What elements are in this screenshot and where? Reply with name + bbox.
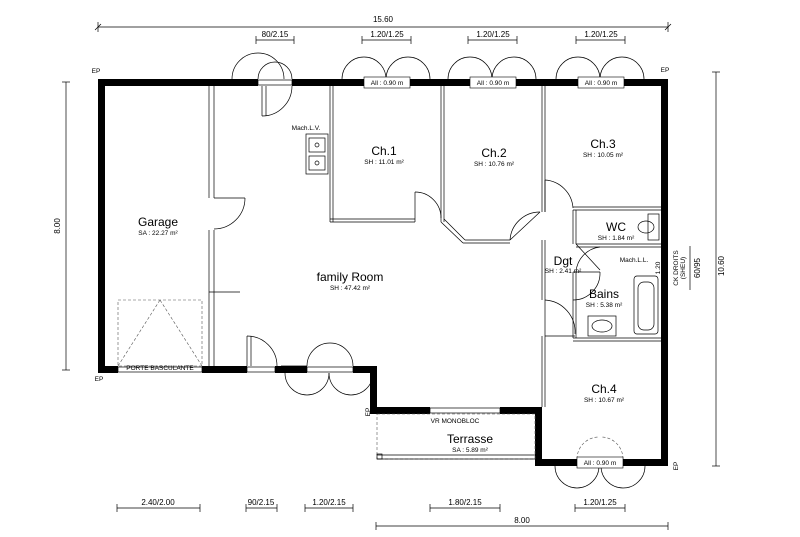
ep-marker-terrace: EP (365, 408, 372, 417)
alu-label-ch4: All : 0.90 m (584, 460, 617, 467)
ep-marker-bottom-right: EP (673, 462, 680, 471)
room-area-dgt: SH : 2.41 m² (545, 268, 582, 275)
room-area-ch2: SH : 10.76 m² (474, 161, 515, 168)
ep-marker-bottom-left: EP (95, 376, 104, 383)
wc-dim-label: 1.20 (655, 261, 662, 274)
room-name-ch1: Ch.1 (371, 144, 397, 158)
dim-top-opening-1: 80/2.15 (262, 30, 289, 39)
dimension-right-small: 60/95 CK DROITS (SHEU) (673, 246, 702, 290)
bathroom-sink (587, 315, 617, 337)
dimension-bottom-openings: 2.40/2.00 90/2.15 1.20/2.15 1.80/2.15 1.… (116, 498, 626, 512)
ck-droits-sub-label: (SHEU) (680, 257, 687, 279)
mach-ll-label: Mach.L.L. (620, 257, 649, 264)
room-area-wc: SH : 1.84 m² (598, 235, 635, 242)
dim-top-overall-label: 15.60 (373, 15, 394, 24)
room-name-dgt: Dgt (554, 254, 573, 268)
dim-right-height-label: 10.60 (717, 255, 726, 276)
interior-doors (213, 85, 601, 337)
room-area-ch4: SH : 10.67 m² (584, 397, 625, 404)
room-area-family-room: SH : 47.42 m² (330, 285, 371, 292)
dim-bottom-right-label: 8.00 (514, 516, 530, 525)
alu-window-labels: All : 0.90 m All : 0.90 m All : 0.90 m A… (363, 76, 625, 469)
room-area-ch1: SH : 11.01 m² (364, 159, 404, 166)
dim-top-opening-2: 1.20/1.25 (370, 30, 404, 39)
dim-top-opening-4: 1.20/1.25 (584, 30, 618, 39)
interior-walls (208, 86, 661, 407)
dim-right-small-label: 60/95 (693, 257, 702, 278)
dim-left-height-label: 8.00 (53, 218, 62, 234)
dimension-left-height: 8.00 (53, 81, 70, 371)
room-name-ch3: Ch.3 (590, 137, 616, 151)
alu-label-ch3: All : 0.90 m (585, 80, 618, 87)
dimension-top-openings: 80/2.15 1.20/1.25 1.20/1.25 1.20/1.25 (255, 30, 626, 44)
dimension-top-overall: 15.60 (94, 15, 672, 32)
room-area-garage: SA : 22.27 m² (138, 230, 178, 237)
room-area-bains: SH : 5.38 m² (586, 302, 623, 309)
window-swings (231, 52, 646, 489)
room-name-family-room: family Room (317, 270, 384, 284)
porte-basculante-label: PORTE BASCULANTE (126, 365, 194, 372)
terrace (376, 413, 536, 460)
room-labels: Garage SA : 22.27 m² family Room SH : 47… (138, 137, 635, 454)
room-area-ch3: SH : 10.05 m² (583, 152, 624, 159)
room-name-garage: Garage (138, 215, 178, 229)
kitchen-sink (305, 133, 329, 175)
dim-bottom-opening-2: 90/2.15 (248, 498, 275, 507)
room-name-bains: Bains (589, 287, 619, 301)
room-name-ch4: Ch.4 (591, 382, 617, 396)
dimension-bottom-right: 8.00 (375, 516, 669, 530)
dim-bottom-opening-1: 2.40/2.00 (141, 498, 175, 507)
mach-lv-label: Mach.L.V. (292, 125, 321, 132)
dim-bottom-opening-4: 1.80/2.15 (448, 498, 482, 507)
alu-label-ch2: All : 0.90 m (477, 80, 510, 87)
room-name-ch2: Ch.2 (481, 146, 507, 160)
room-name-terrasse: Terrasse (447, 432, 493, 446)
alu-label-ch1: All : 0.90 m (371, 80, 404, 87)
room-name-wc: WC (606, 220, 626, 234)
ep-marker-top-right: EP (661, 67, 670, 74)
bathtub (633, 275, 659, 335)
ep-marker-top-left: EP (92, 68, 101, 75)
ck-droits-label: CK DROITS (673, 250, 680, 286)
room-area-terrasse: SA : 5.89 m² (452, 447, 489, 454)
dim-bottom-opening-5: 1.20/1.25 (583, 498, 617, 507)
dim-top-opening-3: 1.20/1.25 (476, 30, 510, 39)
vr-monobloc-label: VR MONOBLOC (431, 418, 480, 425)
dimension-right-height: 10.60 (712, 71, 726, 467)
dim-bottom-opening-3: 1.20/2.15 (312, 498, 346, 507)
wc-toilet (637, 213, 660, 241)
garage-door (117, 299, 203, 367)
